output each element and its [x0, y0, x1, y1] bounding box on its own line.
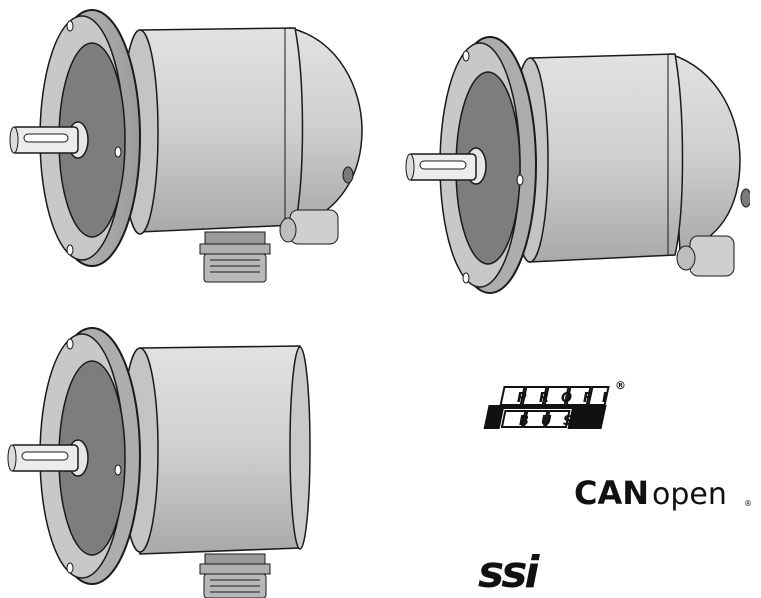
profibus-letter: U — [541, 414, 552, 429]
registered-mark: ® — [744, 499, 752, 508]
profibus-line1 — [487, 386, 610, 409]
encoder-with-two-connectors — [9, 9, 363, 283]
canopen-bold-text: CAN — [574, 474, 649, 512]
encoder-with-cable-gland — [405, 36, 750, 294]
profibus-letter: S — [563, 414, 572, 429]
registered-mark: ® — [615, 379, 626, 392]
profibus-letter: I — [602, 391, 607, 406]
profibus-letter: O — [561, 391, 572, 406]
canopen-logo: CAN open ® — [574, 474, 752, 512]
profibus-line2 — [483, 409, 606, 429]
ssi-logo: ssi — [478, 547, 543, 595]
profibus-letter: R — [539, 391, 549, 406]
profibus-letter: B — [519, 414, 529, 429]
canopen-light-text: open — [652, 477, 727, 512]
profibus-letter: F — [583, 391, 592, 406]
ssi-text: ssi — [478, 547, 540, 595]
profibus-letter: P — [517, 391, 527, 406]
profibus-logo: P R O F I B U S ® — [483, 379, 626, 429]
encoder-with-single-connector — [7, 327, 311, 598]
